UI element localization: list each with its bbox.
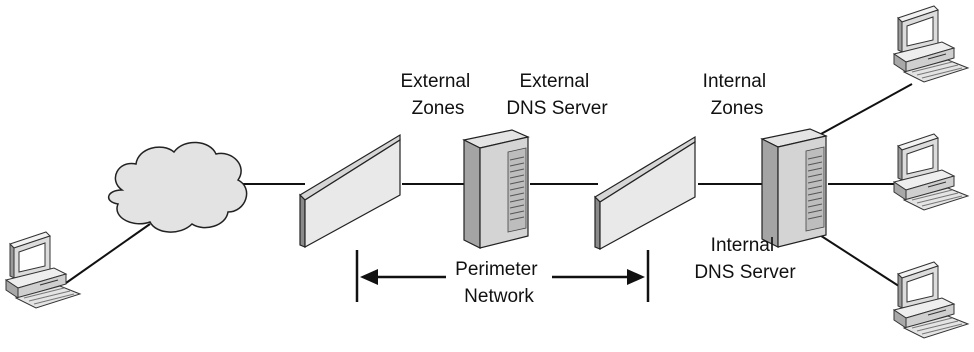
- perimeter-network-bracket: [355, 250, 650, 302]
- link-client-internet: [65, 223, 151, 284]
- connection-lines: [65, 83, 913, 293]
- internal-dns-server-label: Internal DNS Server: [694, 235, 796, 283]
- internal-client-bottom-computer-icon: [893, 261, 969, 339]
- internal-firewall-icon: [594, 136, 696, 250]
- internal-client-top-computer-icon: [893, 5, 969, 83]
- internal-dns-server-icon: [761, 128, 827, 248]
- internal-client-middle-computer-icon: [893, 133, 969, 211]
- client-computer-icon: [5, 231, 81, 309]
- internet-cloud-icon: [108, 141, 248, 233]
- external-dns-server-icon: [463, 129, 529, 249]
- external-zones-label: External Zones: [401, 71, 476, 119]
- external-dns-server-label: External DNS Server: [506, 71, 608, 119]
- perimeter-network-label: Perimeter Network: [455, 259, 543, 307]
- internal-zones-label: Internal Zones: [703, 71, 772, 119]
- link-internal-dns-client-top: [809, 83, 913, 141]
- link-internal-dns-client-bottom: [811, 229, 909, 293]
- external-firewall-icon: [299, 134, 401, 248]
